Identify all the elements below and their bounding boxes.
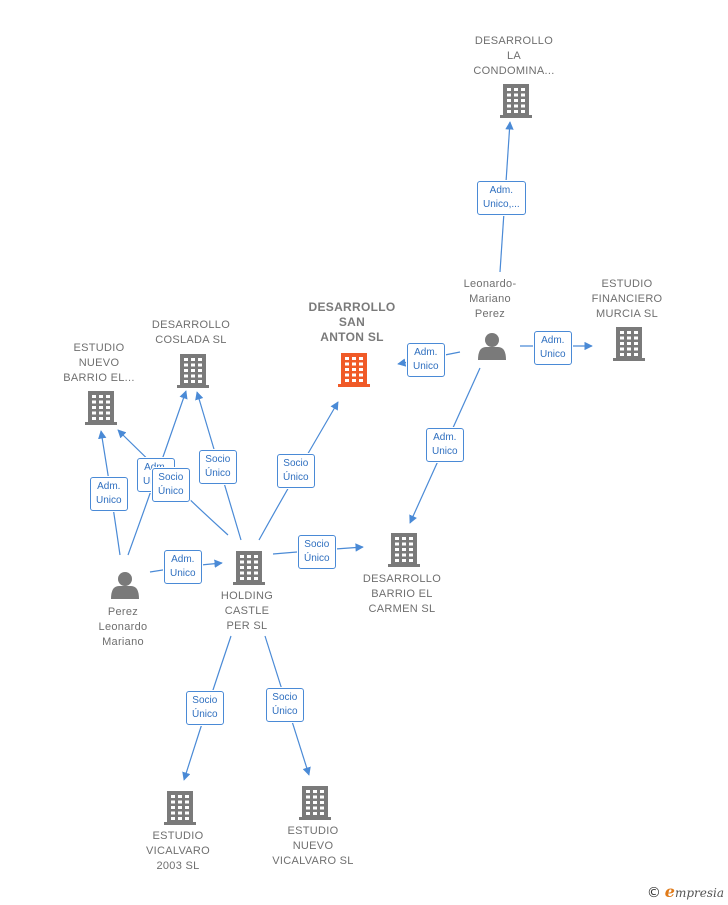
node-label-desarrollo_san_anton[interactable]: DESARROLLO SAN ANTON SL xyxy=(308,300,396,344)
building-icon[interactable] xyxy=(177,354,209,388)
building-icon[interactable] xyxy=(338,353,370,387)
edges-layer xyxy=(98,121,593,781)
node-label-holding_castle_per[interactable]: HOLDING CASTLE PER SL xyxy=(220,590,274,632)
edge-label-e7[interactable]: Adm. Unico xyxy=(164,550,202,584)
edge-label-e9[interactable]: Socio Único xyxy=(199,450,237,484)
edge-label-e10[interactable]: Socio Único xyxy=(277,454,315,488)
node-label-estudio_vicalvaro_2003[interactable]: ESTUDIO VICALVARO 2003 SL xyxy=(145,830,211,872)
edge-label-e8[interactable]: Socio Único xyxy=(152,468,190,502)
edge-label-e11[interactable]: Socio Único xyxy=(298,535,336,569)
building-icon[interactable] xyxy=(299,786,331,820)
edge-label-e3[interactable]: Adm. Unico xyxy=(407,343,445,377)
edge-label-e4[interactable]: Adm. Unico xyxy=(426,428,464,462)
building-icon[interactable] xyxy=(613,327,645,361)
edge-label-e13[interactable]: Socio Único xyxy=(266,688,304,722)
person-icon[interactable] xyxy=(111,572,139,599)
node-label-perez_leonardo_mariano[interactable]: Perez Leonardo Mariano xyxy=(98,606,148,648)
building-icon[interactable] xyxy=(388,533,420,567)
building-icon[interactable] xyxy=(233,551,265,585)
brand-initial: e xyxy=(664,882,675,901)
edge-label-e2[interactable]: Adm. Unico xyxy=(534,331,572,365)
building-icon[interactable] xyxy=(164,791,196,825)
node-label-desarrollo_barrio_carmen[interactable]: DESARROLLO BARRIO EL CARMEN SL xyxy=(362,573,442,615)
edge-label-e5[interactable]: Adm. Unico xyxy=(90,477,128,511)
brand-name: mpresia xyxy=(674,886,724,900)
building-icon[interactable] xyxy=(85,391,117,425)
brand-footer[interactable]: © empresia xyxy=(647,882,724,901)
node-label-estudio_financiero_murcia[interactable]: ESTUDIO FINANCIERO MURCIA SL xyxy=(591,278,663,320)
node-label-estudio_nuevo_barrio[interactable]: ESTUDIO NUEVO BARRIO EL... xyxy=(63,342,135,384)
person-icon[interactable] xyxy=(478,333,506,360)
node-label-leonardo_mariano_perez[interactable]: Leonardo- Mariano Perez xyxy=(463,278,517,320)
node-label-estudio_nuevo_vicalvaro[interactable]: ESTUDIO NUEVO VICALVARO SL xyxy=(272,825,354,867)
edge-label-e12[interactable]: Socio Único xyxy=(186,691,224,725)
building-icon[interactable] xyxy=(500,84,532,118)
edge-label-e1[interactable]: Adm. Unico,... xyxy=(477,181,526,215)
copyright-icon: © xyxy=(646,885,661,901)
node-label-desarrollo_coslada[interactable]: DESARROLLO COSLADA SL xyxy=(151,319,231,346)
nodes-layer xyxy=(85,84,645,825)
node-label-desarrollo_condomina[interactable]: DESARROLLO LA CONDOMINA... xyxy=(473,35,555,77)
